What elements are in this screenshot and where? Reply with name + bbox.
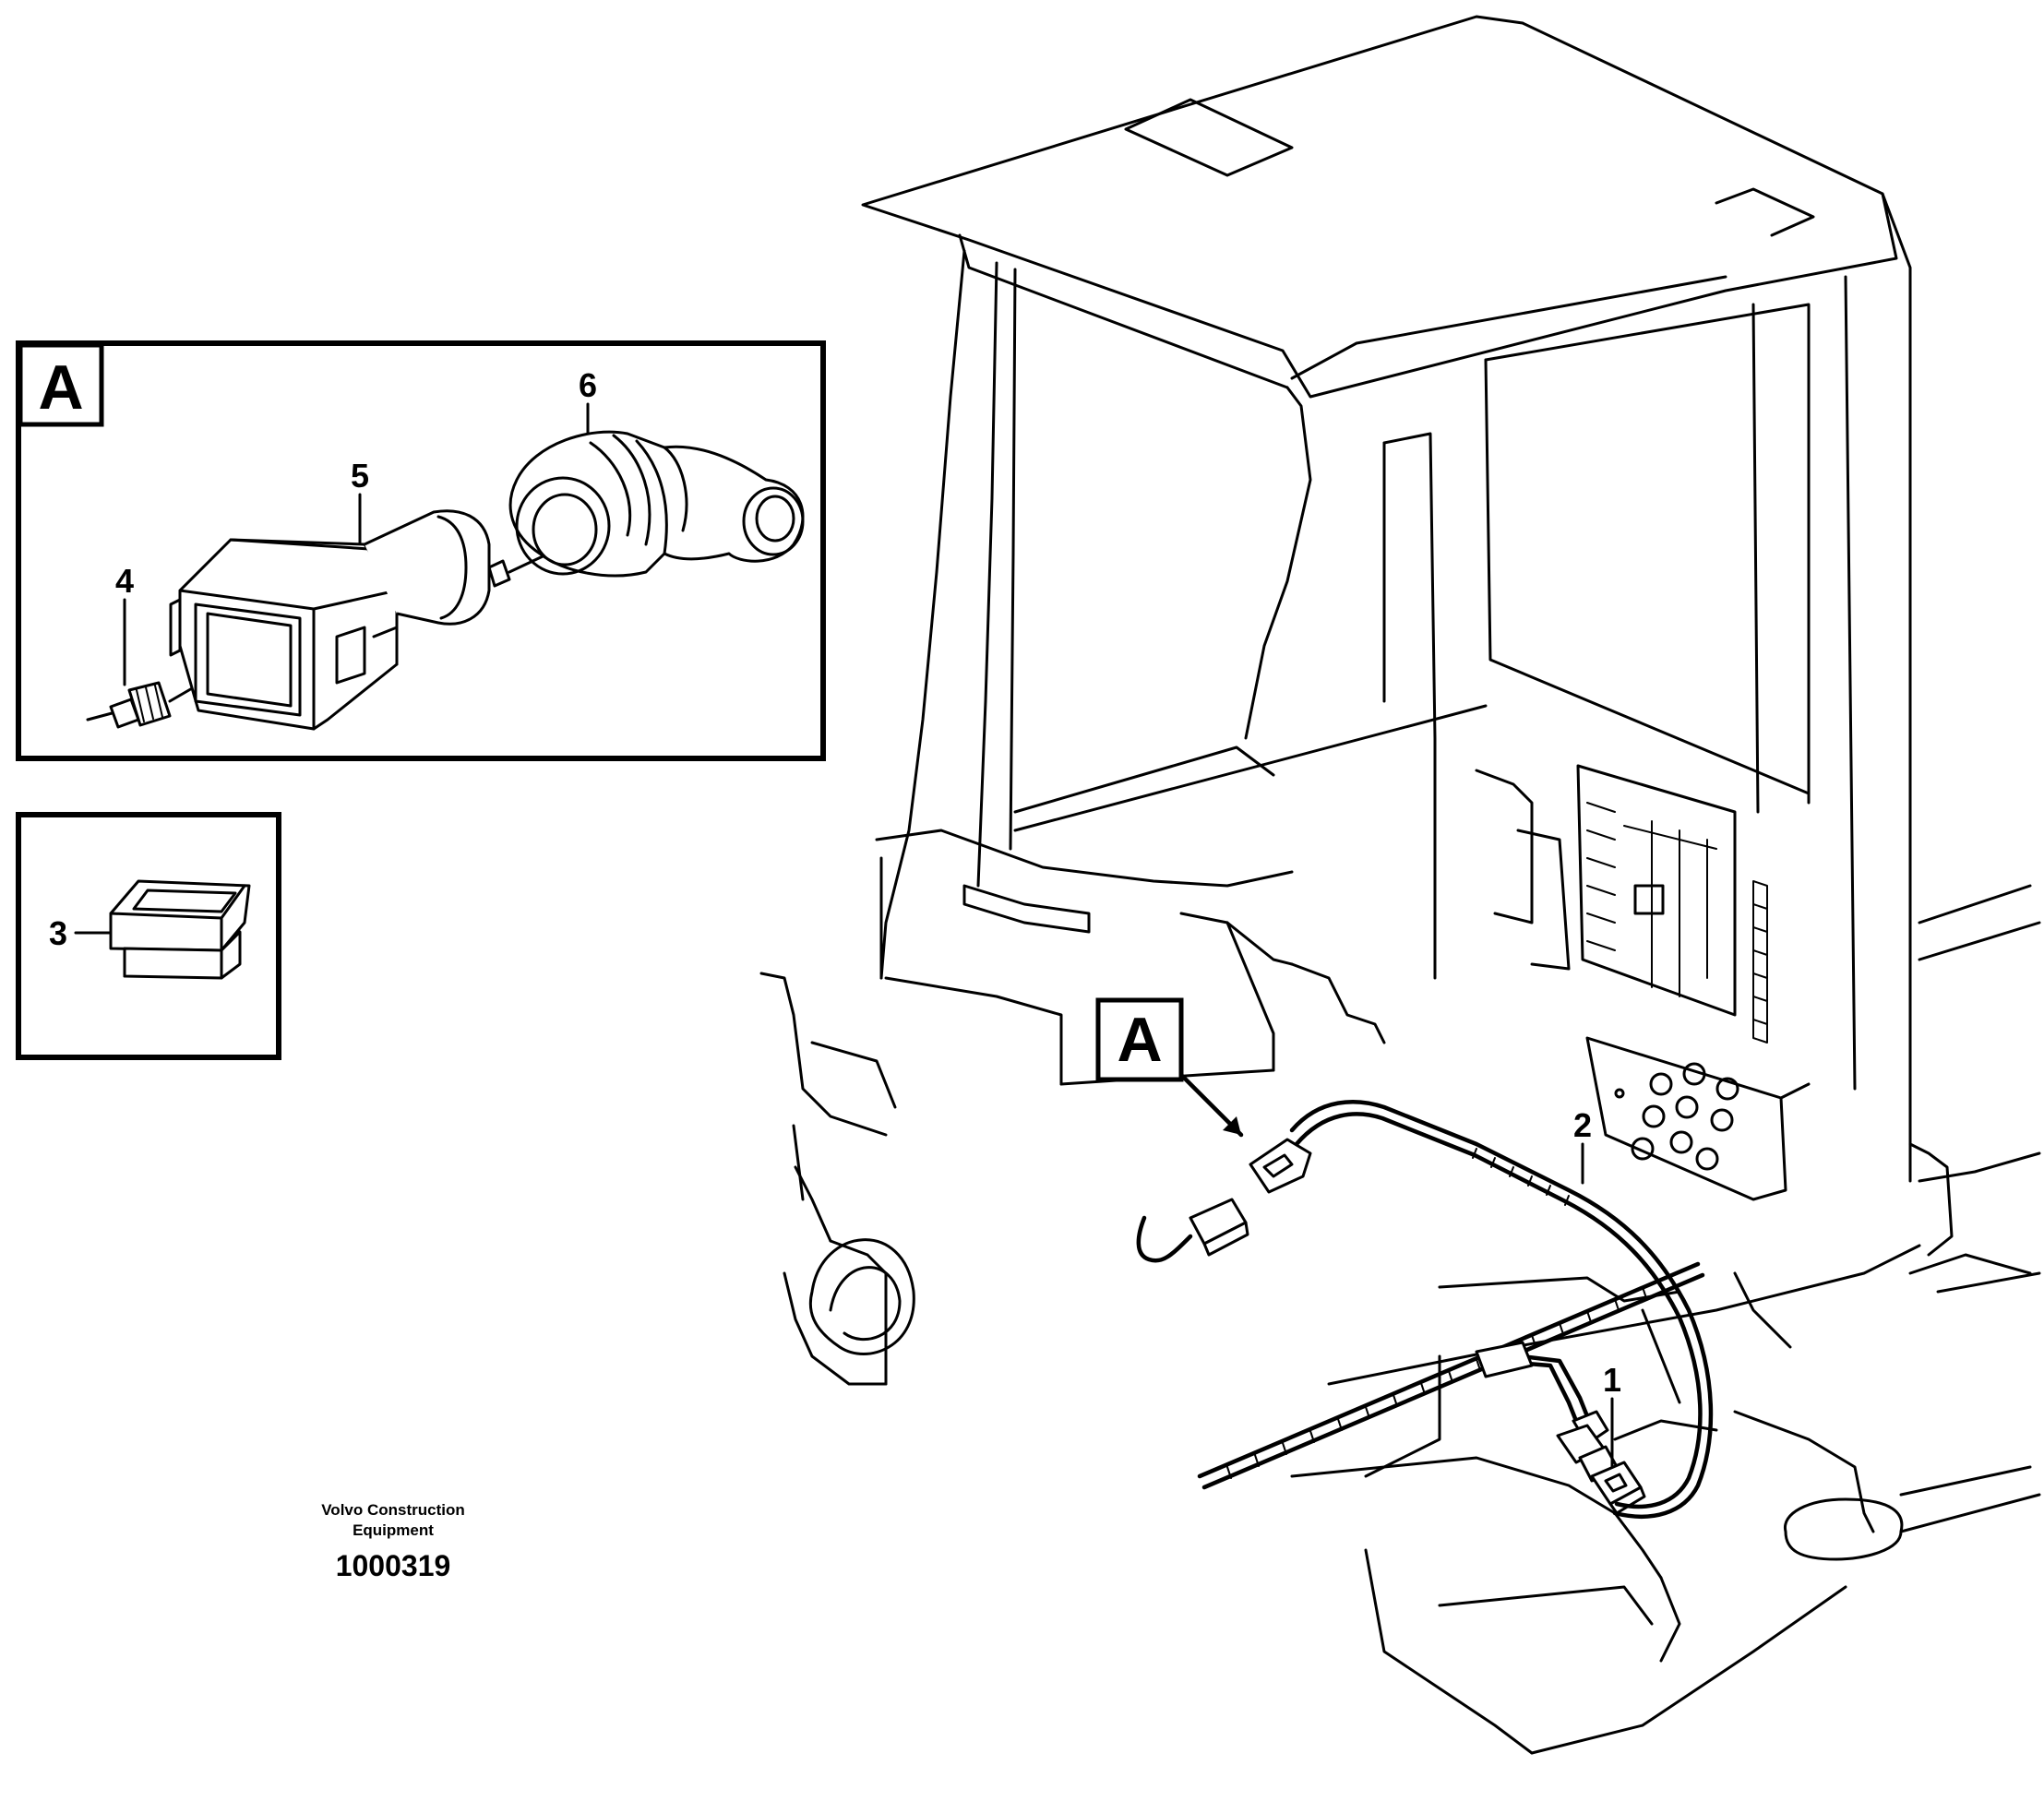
callout-3: 3: [49, 914, 113, 952]
callout-5-label: 5: [351, 457, 369, 495]
detail-a-label: A: [38, 352, 83, 423]
doc-number: 1000319: [336, 1549, 451, 1582]
callout-1: 1: [1603, 1361, 1621, 1469]
callout-4-label: 4: [115, 562, 134, 600]
detail-view-a: A: [16, 340, 826, 761]
credit-line-1: Volvo Construction: [321, 1501, 465, 1519]
callout-2-label: 2: [1573, 1106, 1592, 1144]
credit-line-2: Equipment: [353, 1521, 434, 1539]
callout-2: 2: [1573, 1106, 1592, 1185]
callout-6-label: 6: [579, 366, 597, 404]
part-4-bulb: [86, 635, 283, 729]
callout-6: 6: [579, 366, 597, 435]
callout-5: 5: [351, 457, 369, 544]
part-6-grommet: [508, 430, 805, 578]
callout-3-label: 3: [49, 914, 67, 952]
detail-view-part-3: 3: [16, 812, 281, 1060]
callout-1-label: 1: [1603, 1361, 1621, 1399]
part-3-cover: [109, 879, 251, 980]
view-a-label: A: [1117, 1005, 1162, 1075]
cab-illustration: [759, 15, 2041, 1755]
part-5-socket: [169, 509, 574, 731]
callout-4: 4: [115, 562, 134, 686]
view-a-marker: A: [1095, 997, 1244, 1138]
drawing-credit: Volvo Construction Equipment 1000319: [321, 1501, 465, 1582]
